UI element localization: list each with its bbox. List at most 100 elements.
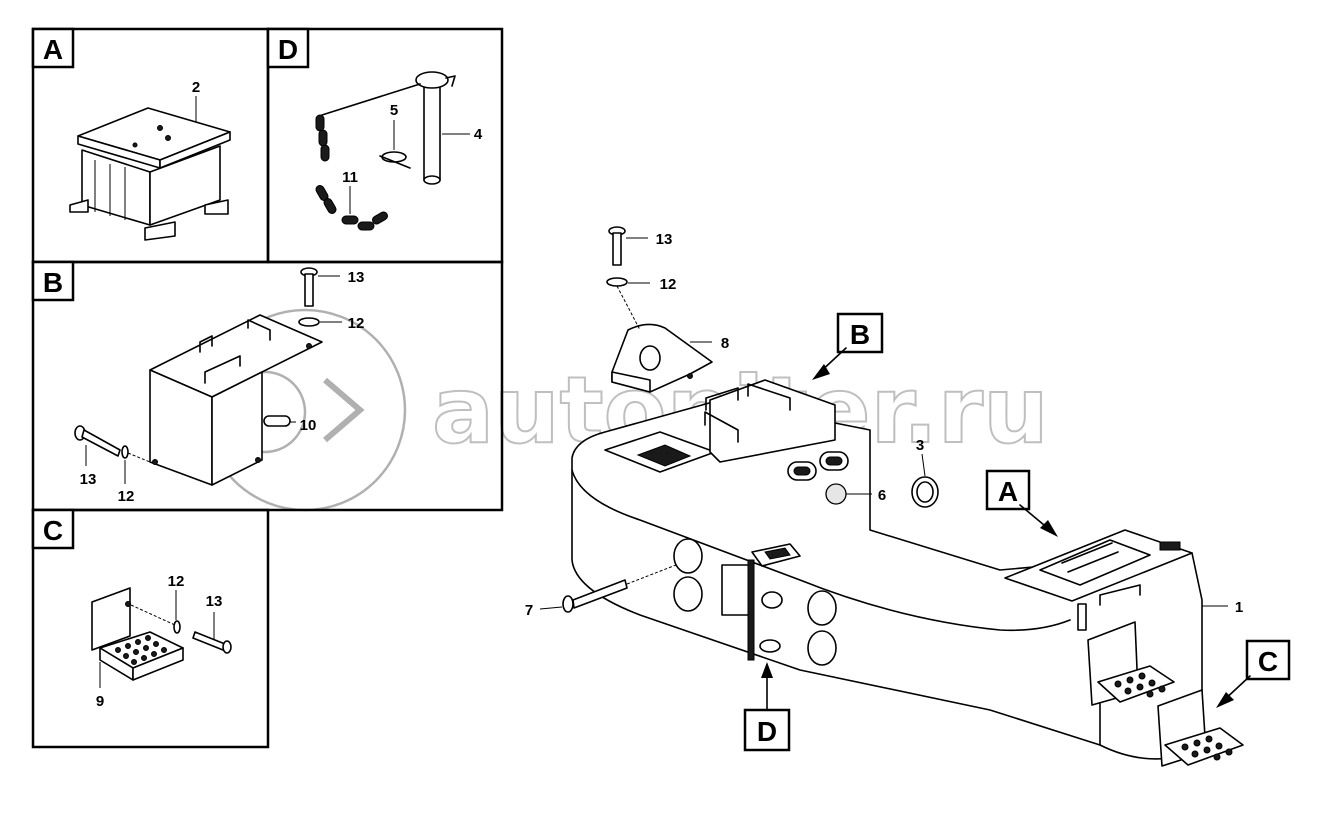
view-tag-b-label: B bbox=[850, 319, 870, 350]
frame-hole-3 bbox=[807, 590, 837, 626]
battery-compartment-lid bbox=[1039, 539, 1151, 586]
chain-link-3 bbox=[320, 144, 330, 162]
callout-2: 2 bbox=[192, 79, 200, 96]
chain-link-1 bbox=[315, 114, 325, 132]
callout-3: 3 bbox=[916, 437, 924, 454]
view-tag-d: D bbox=[743, 662, 791, 752]
bolt-top-shaft bbox=[304, 273, 314, 307]
cover-handle-3 bbox=[204, 355, 241, 384]
bracket-8-body bbox=[611, 323, 713, 393]
grip-hole bbox=[1124, 687, 1132, 695]
pin bbox=[415, 71, 456, 185]
grip-hole bbox=[135, 639, 141, 645]
bracket-8 bbox=[611, 323, 713, 393]
pin-tip bbox=[423, 175, 441, 185]
grip-hole bbox=[1205, 735, 1213, 743]
view-tag-b-arrowhead bbox=[812, 364, 830, 380]
panel-a-tag: A bbox=[43, 34, 63, 65]
chain-link-8 bbox=[372, 211, 388, 225]
grip-hole bbox=[1138, 672, 1146, 680]
grip-hole bbox=[1225, 748, 1233, 756]
grip-hole bbox=[125, 643, 131, 649]
chain-link-5 bbox=[323, 198, 337, 214]
step-hole bbox=[125, 601, 131, 607]
bolt-main-shaft bbox=[612, 232, 622, 266]
washer-side bbox=[121, 445, 129, 459]
pin-shaft bbox=[423, 83, 441, 181]
battery-compartment-rail-1 bbox=[1061, 542, 1113, 564]
grip-hole bbox=[1146, 690, 1154, 698]
frame-slot-2-inner bbox=[825, 456, 843, 466]
clip-leg bbox=[379, 155, 411, 169]
grommet-10 bbox=[263, 415, 291, 427]
cover-hole-3 bbox=[306, 343, 312, 349]
step-bolt-shaft bbox=[192, 631, 226, 651]
panel-b-tag-box bbox=[31, 260, 75, 302]
bracket-8-flange bbox=[611, 371, 651, 393]
pin-socket-boss bbox=[761, 591, 783, 609]
grip-hole bbox=[133, 649, 139, 655]
bolt-side-shaft bbox=[81, 429, 121, 457]
bolt-7-head bbox=[562, 595, 574, 613]
callout-6: 6 bbox=[878, 487, 886, 504]
battery-compartment-handle bbox=[1099, 584, 1141, 606]
cover-hole-2 bbox=[255, 457, 261, 463]
frame-hole-4 bbox=[807, 630, 837, 666]
callout-8: 8 bbox=[721, 335, 729, 352]
frame-hole-2 bbox=[673, 576, 703, 612]
step bbox=[91, 587, 232, 681]
main-assembly: 13 12 8 7 3 6 1 B A C bbox=[525, 226, 1291, 767]
view-tag-c-arrowhead bbox=[1216, 692, 1234, 708]
grip-hole bbox=[1181, 743, 1189, 751]
grip-hole bbox=[1158, 685, 1166, 693]
view-tag-a: A bbox=[985, 469, 1058, 537]
battery-foot-front bbox=[144, 221, 176, 241]
callout-10: 10 bbox=[300, 417, 317, 434]
grip-hole bbox=[1193, 739, 1201, 747]
battery-box-lid-side bbox=[159, 131, 231, 169]
callout-13c: 13 bbox=[206, 593, 223, 610]
view-tag-c-box bbox=[1245, 639, 1291, 681]
top-plate-opening bbox=[636, 444, 692, 467]
view-tag-c-label: C bbox=[1258, 646, 1278, 677]
top-cover bbox=[709, 379, 836, 463]
top-cover-handle-1 bbox=[705, 387, 739, 411]
panel-d: D 5 4 11 bbox=[266, 27, 504, 264]
washer-top bbox=[298, 317, 320, 327]
view-tag-c: C bbox=[1216, 639, 1291, 708]
grip-hole bbox=[1136, 683, 1144, 691]
cover-handle-2 bbox=[247, 319, 271, 341]
battery-box bbox=[69, 107, 231, 241]
callout-13b: 13 bbox=[80, 471, 97, 488]
step-washer bbox=[173, 620, 181, 634]
bracket-8-hole bbox=[639, 345, 661, 371]
view-tag-d-arrowhead bbox=[761, 662, 773, 678]
step-bolt-head bbox=[222, 640, 232, 654]
view-tag-a-label: A bbox=[998, 476, 1018, 507]
view-tag-b-box bbox=[836, 312, 884, 354]
grip-hole bbox=[123, 653, 129, 659]
cover-bracket bbox=[149, 314, 323, 486]
frame-top-edge bbox=[571, 469, 1071, 632]
battery-foot-right bbox=[204, 199, 229, 215]
callout-12b: 12 bbox=[118, 488, 135, 505]
step-lower-tread bbox=[1164, 727, 1244, 766]
panel-d-tag: D bbox=[278, 34, 298, 65]
cover-hole-1 bbox=[152, 459, 158, 465]
battery-foot-left bbox=[69, 199, 89, 213]
bolt-7-axis bbox=[626, 564, 677, 585]
pin-socket-rod bbox=[747, 559, 755, 661]
pin-socket-bottom bbox=[759, 639, 781, 653]
step-tread-side bbox=[132, 647, 184, 681]
grip-hole bbox=[1213, 753, 1221, 761]
chain-wire bbox=[321, 83, 421, 116]
panel-c: C bbox=[31, 508, 270, 749]
top-cover-handle-3 bbox=[704, 411, 739, 443]
bracket-8-bolt-hole bbox=[687, 373, 693, 379]
frame-slot-1-inner bbox=[793, 466, 811, 476]
bolt-top bbox=[298, 267, 320, 327]
view-tag-d-label: D bbox=[757, 716, 777, 747]
pin-socket-opening bbox=[764, 547, 791, 560]
callout-12c: 12 bbox=[168, 573, 185, 590]
chain-link-7 bbox=[357, 221, 375, 231]
